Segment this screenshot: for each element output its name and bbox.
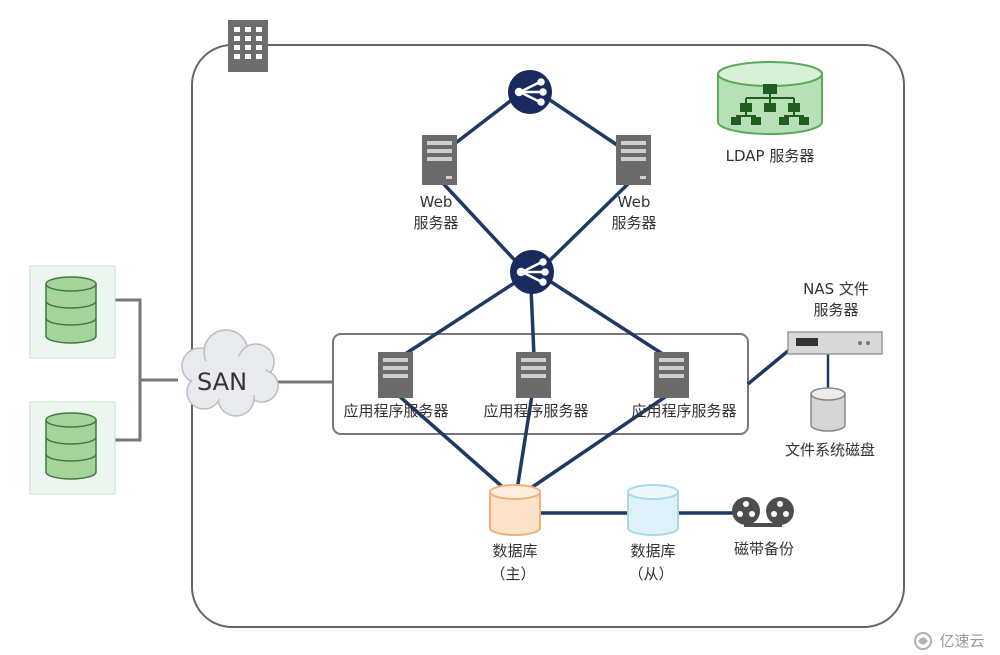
link-group-nas — [746, 344, 796, 386]
web-server-right-label-2: 服务器 — [611, 214, 656, 232]
nas-server-label-2: 服务器 — [813, 301, 858, 319]
ldap-server-label: LDAP 服务器 — [726, 147, 815, 165]
server-icon — [422, 135, 457, 185]
disk-icon — [810, 387, 846, 432]
storage-array-icon — [29, 401, 116, 495]
server-icon — [654, 352, 689, 398]
nas-device-icon — [786, 331, 884, 355]
watermark-text: 亿速云 — [939, 632, 984, 650]
san-label: SAN — [197, 368, 247, 396]
link-switch2-app1 — [395, 276, 523, 362]
web-server-left-label: Web — [420, 193, 453, 211]
switch-icon — [510, 250, 554, 294]
web-server-right-label: Web — [618, 193, 651, 211]
tape-backup-label: 磁带备份 — [734, 540, 794, 558]
app-server-label-1: 应用程序服务器 — [343, 402, 448, 420]
watermark-logo-icon — [914, 632, 932, 650]
link-app1-db — [396, 393, 508, 492]
link-app2-db — [515, 394, 534, 491]
database-icon — [627, 484, 679, 536]
server-icon — [516, 352, 551, 398]
db-master-label: 数据库 — [492, 542, 537, 560]
server-icon — [378, 352, 413, 398]
ldap-directory-icon — [717, 61, 823, 135]
db-slave-label: 数据库 — [630, 542, 675, 560]
nas-server-label: NAS 文件 — [803, 280, 869, 298]
app-server-label-3: 应用程序服务器 — [631, 402, 736, 420]
db-slave-label-2: （从） — [628, 565, 673, 583]
db-master-label-2: （主） — [490, 565, 535, 583]
link-web-right-switch2 — [540, 178, 634, 270]
link-switch2-app2 — [529, 287, 536, 357]
database-icon — [489, 484, 541, 536]
link-web-left-switch2 — [438, 178, 524, 270]
file-system-disk-label: 文件系统磁盘 — [785, 441, 875, 459]
web-server-left-label-2: 服务器 — [413, 214, 458, 232]
link-app3-db — [527, 393, 669, 492]
link-switch2-app3 — [544, 276, 673, 362]
datacenter-boundary — [191, 44, 905, 628]
tape-reels-icon — [732, 497, 794, 527]
cloud-icon — [181, 329, 279, 417]
building-icon — [228, 20, 268, 72]
switch-icon — [508, 70, 552, 114]
storage-array-icon — [29, 265, 116, 359]
network-links — [395, 90, 796, 515]
server-icon — [616, 135, 651, 185]
app-server-label-2: 应用程序服务器 — [483, 402, 588, 420]
